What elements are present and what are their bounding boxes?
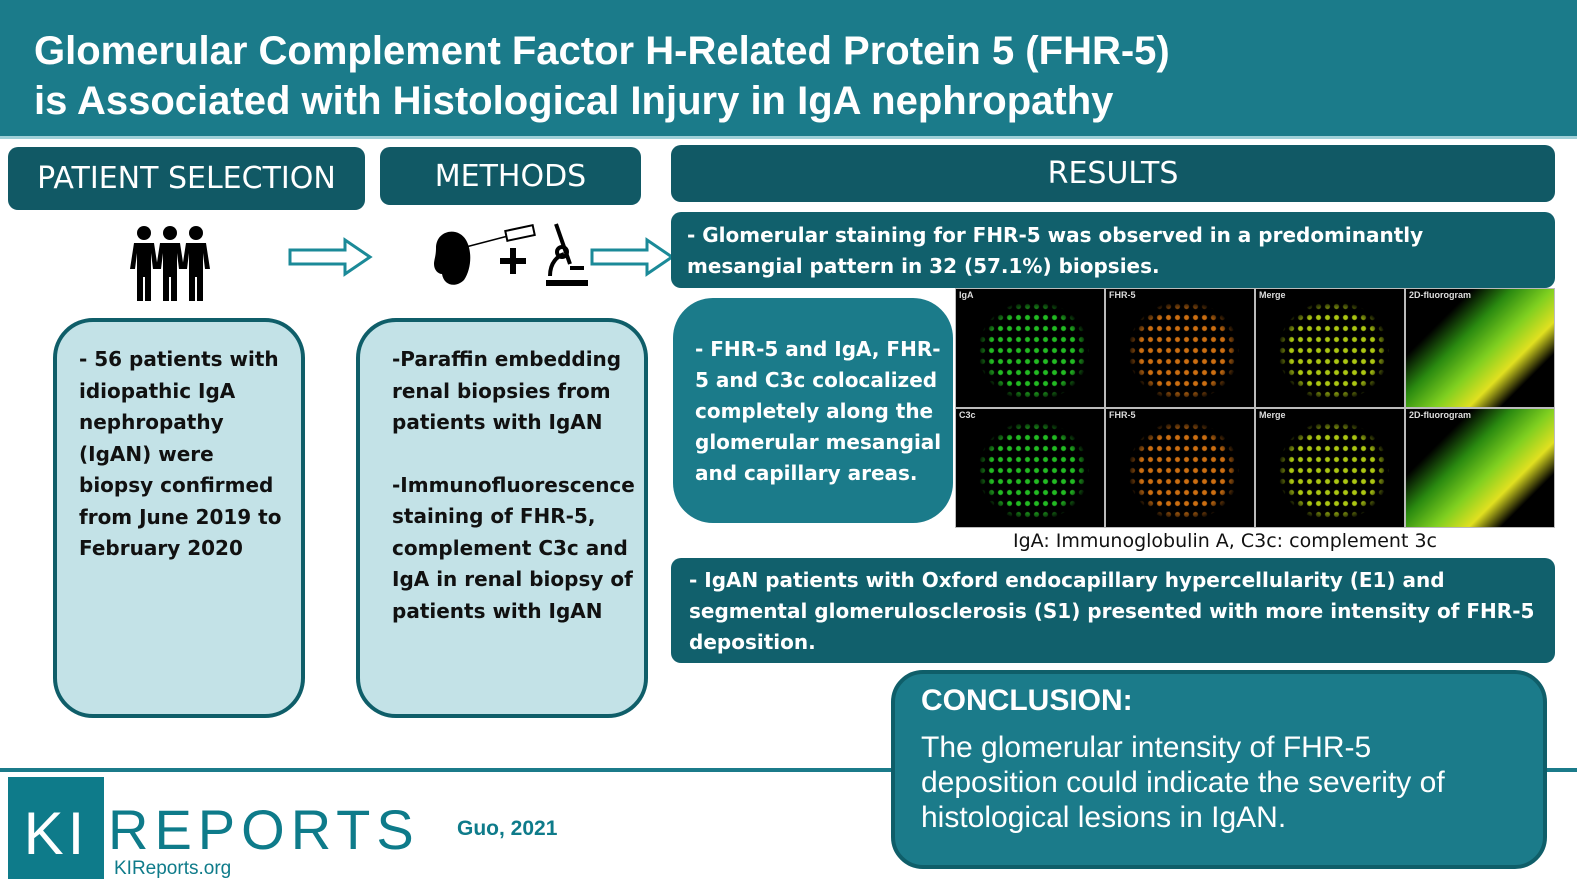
logo-reports: REPORTS bbox=[108, 798, 420, 861]
page-title: Glomerular Complement Factor H-Related P… bbox=[34, 26, 1170, 126]
conclusion-box: CONCLUSION: The glomerular intensity of … bbox=[891, 670, 1547, 869]
citation: Guo, 2021 bbox=[457, 817, 558, 840]
figure-caption: IgA: Immunoglobulin A, C3c: complement 3… bbox=[1013, 530, 1437, 552]
divider-line bbox=[0, 768, 1577, 772]
result-3-box: - IgAN patients with Oxford endocapillar… bbox=[671, 558, 1555, 663]
conclusion-text: The glomerular intensity of FHR-5 deposi… bbox=[921, 731, 1445, 834]
panel-label: C3c bbox=[959, 410, 976, 420]
methods-text-1: -Paraffin embedding renal biopsies from … bbox=[392, 347, 622, 434]
microscope-icon bbox=[546, 223, 588, 286]
panel-merge: Merge bbox=[1256, 289, 1404, 407]
patient-selection-text: - 56 patients with idiopathic IgA nephro… bbox=[79, 347, 282, 560]
patient-selection-header: PATIENT SELECTION bbox=[8, 147, 365, 210]
results-header: RESULTS bbox=[671, 145, 1555, 202]
kidney-biopsy-icon bbox=[434, 224, 536, 285]
panel-label: FHR-5 bbox=[1109, 290, 1136, 300]
panel-label: Merge bbox=[1259, 410, 1286, 420]
panel-fluorogram: 2D-fluorogram bbox=[1406, 409, 1554, 527]
panel-label: 2D-fluorogram bbox=[1409, 410, 1472, 420]
methods-text-2: -Immunofluorescence staining of FHR-5, c… bbox=[392, 472, 635, 623]
panel-iga: IgA bbox=[956, 289, 1104, 407]
conclusion-title: CONCLUSION: bbox=[921, 684, 1133, 717]
panel-label: FHR-5 bbox=[1109, 410, 1136, 420]
panel-label: 2D-fluorogram bbox=[1409, 290, 1472, 300]
panel-merge: Merge bbox=[1256, 409, 1404, 527]
panel-fluorogram: 2D-fluorogram bbox=[1406, 289, 1554, 407]
patients-icon bbox=[130, 226, 210, 301]
arrow-right-icon bbox=[590, 237, 675, 277]
title-line-1: Glomerular Complement Factor H-Related P… bbox=[34, 29, 1170, 73]
panel-c3c: C3c bbox=[956, 409, 1104, 527]
methods-header: METHODS bbox=[380, 147, 641, 205]
methods-box: -Paraffin embedding renal biopsies from … bbox=[356, 318, 648, 718]
patient-selection-box: - 56 patients with idiopathic IgA nephro… bbox=[53, 318, 305, 718]
panel-fhr5: FHR-5 bbox=[1106, 409, 1254, 527]
result-1-text: - Glomerular staining for FHR-5 was obse… bbox=[687, 223, 1424, 278]
result-2-text: - FHR-5 and IgA, FHR-5 and C3c colocaliz… bbox=[695, 337, 942, 485]
panel-label: IgA bbox=[959, 290, 974, 300]
result-3-text: - IgAN patients with Oxford endocapillar… bbox=[689, 568, 1535, 654]
title-banner: Glomerular Complement Factor H-Related P… bbox=[0, 0, 1577, 139]
logo-url[interactable]: KIReports.org bbox=[114, 858, 232, 879]
title-line-2: is Associated with Histological Injury i… bbox=[34, 79, 1114, 123]
result-1-box: - Glomerular staining for FHR-5 was obse… bbox=[671, 212, 1555, 288]
result-2-box: - FHR-5 and IgA, FHR-5 and C3c colocaliz… bbox=[673, 298, 953, 523]
panel-fhr5: FHR-5 bbox=[1106, 289, 1254, 407]
panel-label: Merge bbox=[1259, 290, 1286, 300]
immunofluorescence-image-grid: IgA FHR-5 Merge 2D-fluorogram C3c FHR-5 … bbox=[955, 288, 1555, 528]
arrow-right-icon bbox=[288, 237, 373, 277]
logo-ki: KI bbox=[8, 777, 104, 879]
